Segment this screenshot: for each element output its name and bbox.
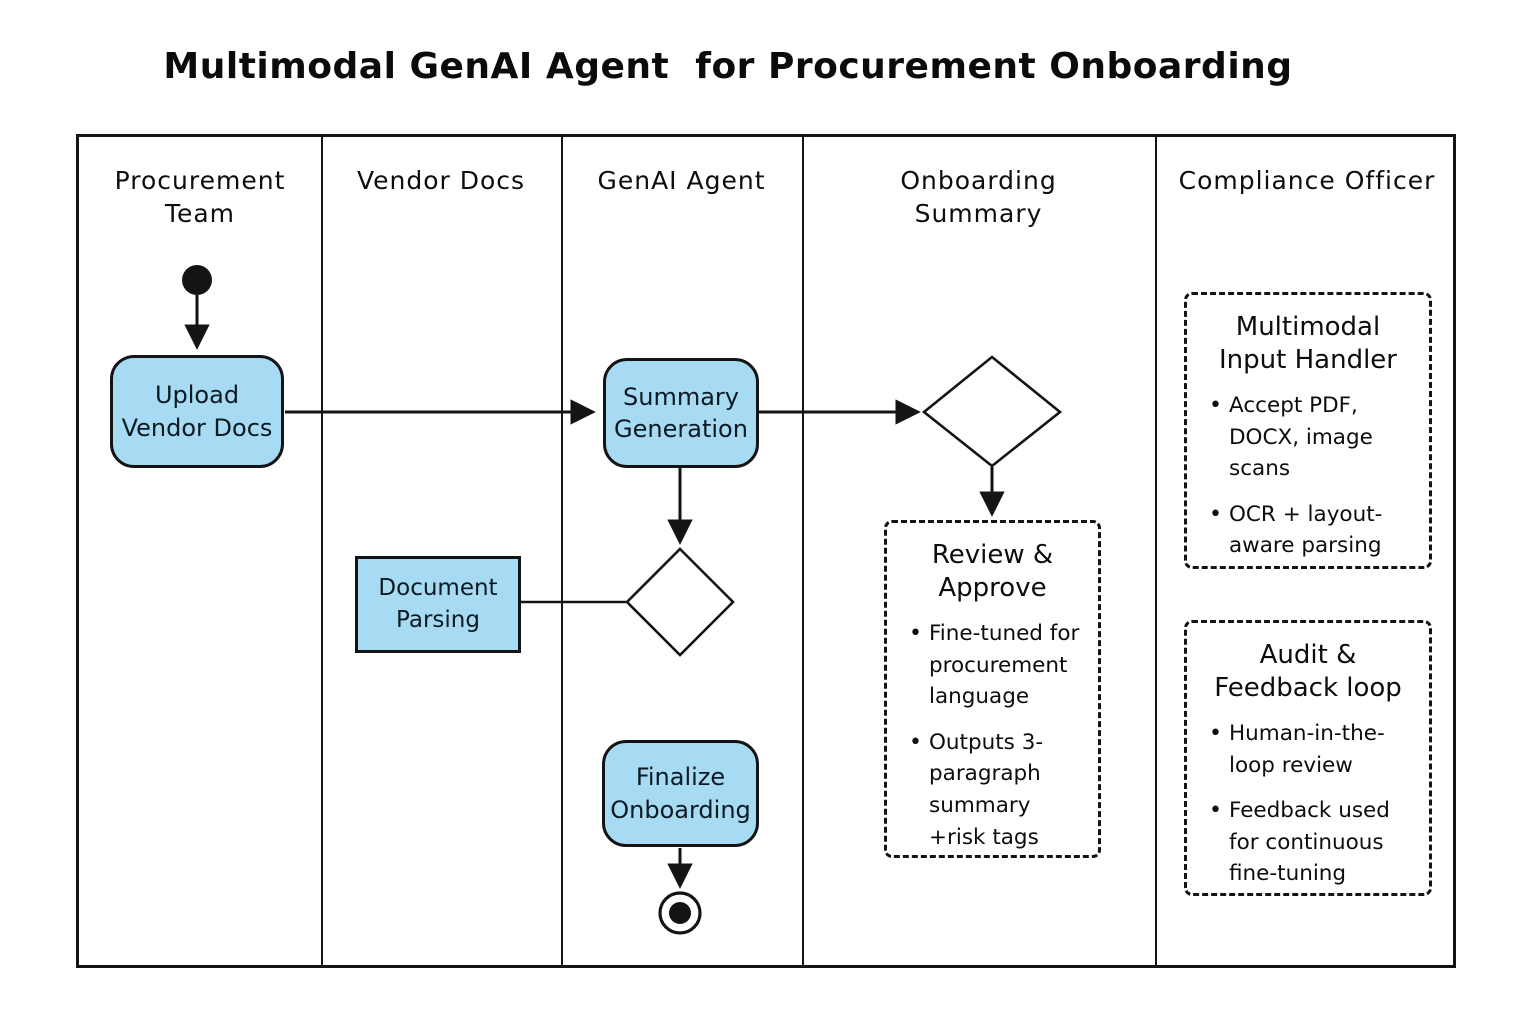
lane-separator bbox=[561, 137, 563, 965]
lane-header-compliance-officer: Compliance Officer bbox=[1178, 166, 1436, 195]
note-title: Audit & Feedback loop bbox=[1214, 640, 1402, 703]
note-bullet-list: Human-in-the-loop review Feedback used f… bbox=[1201, 718, 1415, 890]
note-title: Multimodal Input Handler bbox=[1219, 312, 1397, 375]
lane-header-onboarding-summary: Onboarding Summary bbox=[900, 166, 1057, 228]
decision-diamond-genai bbox=[625, 547, 735, 657]
activity-label: Summary Generation bbox=[614, 382, 748, 443]
start-node bbox=[182, 265, 212, 295]
note-bullet: Outputs 3-paragraph summary +risk tags bbox=[907, 727, 1084, 853]
lane-header-vendor-docs: Vendor Docs bbox=[356, 166, 526, 195]
activity-label: Upload Vendor Docs bbox=[121, 381, 273, 442]
note-audit-feedback-loop: Audit & Feedback loop Human-in-the-loop … bbox=[1184, 620, 1432, 896]
end-node-core bbox=[669, 902, 691, 924]
activity-summary-generation: Summary Generation bbox=[603, 358, 759, 468]
note-bullet: Fine-tuned for procurement language bbox=[907, 618, 1084, 713]
lane-header-procurement-team: Procurement Team bbox=[114, 166, 286, 228]
diagram-title: Multimodal GenAI Agent for Procurement O… bbox=[163, 46, 1293, 87]
activity-document-parsing: Document Parsing bbox=[355, 556, 521, 653]
note-bullet-list: Accept PDF, DOCX, image scans OCR + layo… bbox=[1201, 390, 1415, 562]
activity-upload-vendor-docs: Upload Vendor Docs bbox=[110, 355, 284, 468]
note-review-approve: Review & Approve Fine-tuned for procurem… bbox=[884, 520, 1101, 858]
lane-separator bbox=[1155, 137, 1157, 965]
lane-separator bbox=[321, 137, 323, 965]
note-bullet: Accept PDF, DOCX, image scans bbox=[1207, 390, 1415, 485]
activity-finalize-onboarding: Finalize Onboarding bbox=[602, 740, 759, 847]
decision-diamond-onboarding bbox=[921, 355, 1063, 468]
activity-label: Document Parsing bbox=[378, 575, 498, 633]
note-bullet: OCR + layout-aware parsing bbox=[1207, 499, 1415, 562]
note-bullet-list: Fine-tuned for procurement language Outp… bbox=[901, 618, 1084, 853]
lane-separator bbox=[802, 137, 804, 965]
lane-header-genai-agent: GenAI Agent bbox=[597, 166, 766, 195]
note-multimodal-input-handler: Multimodal Input Handler Accept PDF, DOC… bbox=[1184, 292, 1432, 569]
note-bullet: Human-in-the-loop review bbox=[1207, 718, 1415, 781]
activity-label: Finalize Onboarding bbox=[610, 763, 751, 824]
note-title: Review & Approve bbox=[931, 540, 1054, 603]
note-bullet: Feedback used for continuous fine-tuning bbox=[1207, 795, 1415, 890]
